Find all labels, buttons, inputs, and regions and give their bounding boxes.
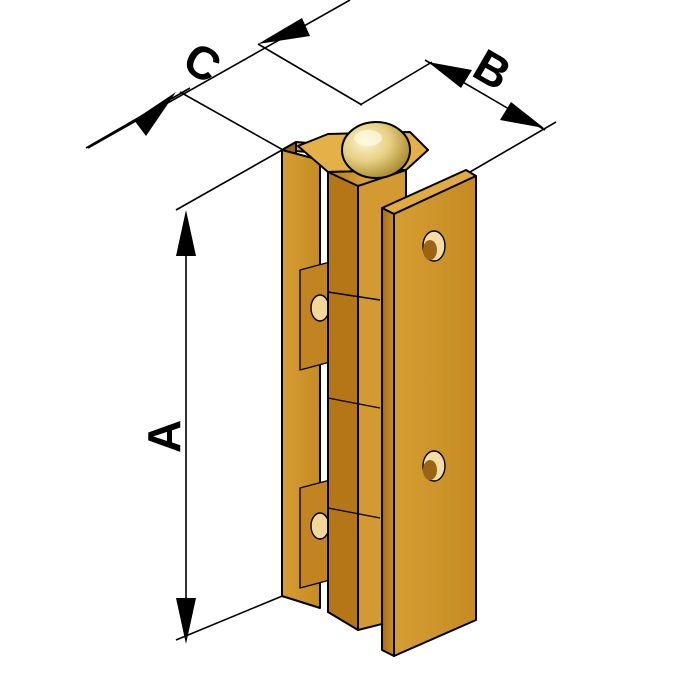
dimension-b	[359, 59, 557, 173]
dimension-a-bottom-extension	[175, 591, 293, 641]
dimension-c-left-extension	[87, 0, 351, 149]
rear-screw-hole-2	[310, 512, 330, 540]
rear-screw-hole-1	[310, 294, 330, 322]
knuckle-seam-3	[327, 507, 381, 519]
front-screw-hole-2-inner	[423, 460, 437, 480]
dimension-c-extension	[179, 91, 293, 156]
dimension-a-bottom-arrow	[176, 598, 196, 644]
dimension-a	[175, 149, 293, 644]
dimension-b-back-arrow	[428, 62, 472, 88]
dimension-c	[85, 0, 363, 156]
dimension-a-top-extension	[175, 149, 283, 211]
dimension-a-top-arrow	[176, 210, 196, 256]
knuckle-seam-1	[327, 291, 381, 301]
dimension-b-front-extension	[469, 121, 557, 173]
front-screw-hole-1-inner	[423, 240, 437, 260]
dimension-label-a: A	[138, 420, 190, 453]
dimension-label-b: B	[465, 39, 520, 101]
front-leaf-face	[393, 175, 477, 657]
front-leaf	[381, 169, 477, 657]
hinge	[281, 121, 477, 657]
front-leaf-side	[381, 207, 395, 657]
dimension-c-left-arrow	[134, 92, 176, 136]
dimension-c-right-arrow	[258, 18, 310, 44]
dimension-b-back-extension	[359, 61, 433, 106]
pin-ball	[341, 121, 411, 179]
dimension-c-guide	[257, 43, 363, 106]
knuckle-seam-2	[327, 397, 381, 409]
dimension-label-c: C	[175, 32, 230, 94]
dimension-b-front-arrow	[500, 102, 544, 128]
pin-ball-highlight	[354, 130, 382, 146]
